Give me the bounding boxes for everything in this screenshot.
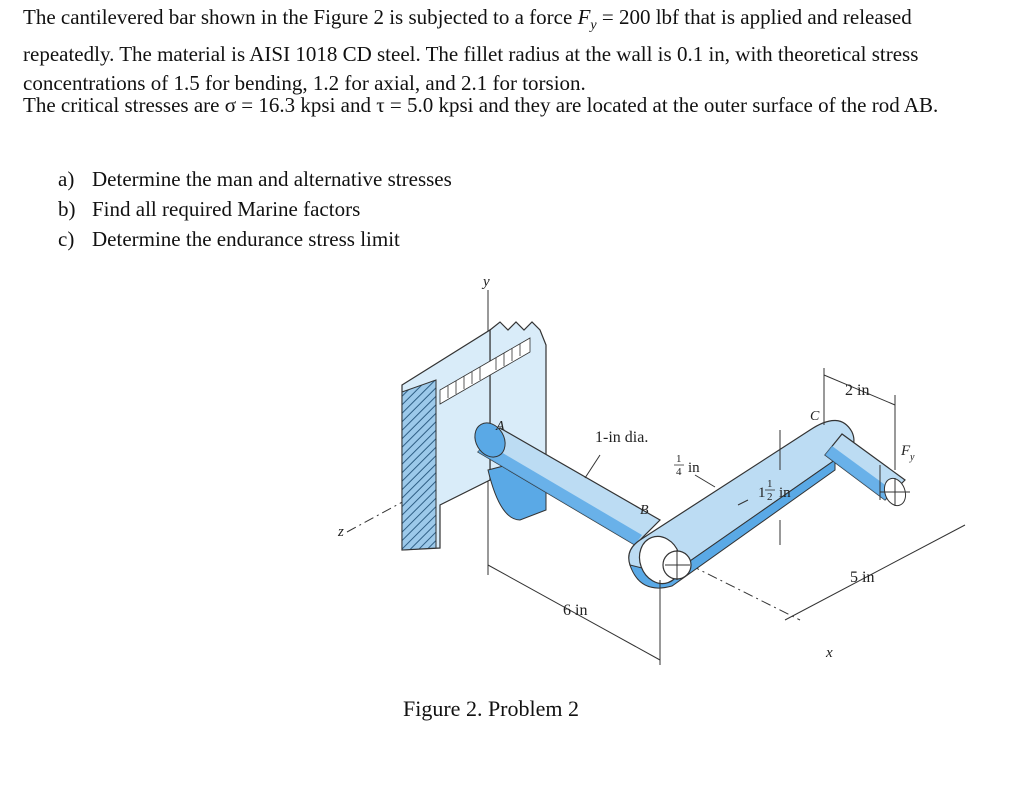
statement-text-end: = 200 lbf that is applied and released r… (23, 5, 919, 96)
dim-6in-line (487, 564, 661, 661)
question-text: Find all required Marine factors (92, 197, 361, 221)
svg-text:2: 2 (767, 491, 773, 503)
z-axis-label: z (337, 524, 344, 540)
diameter-label: 1-in dia. (595, 429, 648, 446)
question-c: c) Determine the endurance stress limit (58, 225, 400, 254)
force-fy-label: F y (900, 443, 915, 463)
dim-2in-label: 2 in (845, 382, 869, 399)
wall-hatching (401, 379, 437, 551)
svg-text:F: F (900, 443, 911, 459)
svg-text:y: y (909, 452, 915, 463)
dim-quarter-label: 1 4 in (674, 453, 700, 478)
question-label: b) (58, 197, 76, 221)
force-subscript: y (590, 18, 597, 34)
svg-text:1: 1 (758, 485, 766, 501)
dim-onehalf-label: 1 1 2 in (758, 478, 791, 503)
svg-text:4: 4 (676, 466, 682, 478)
statement-text-start: The cantilevered bar shown in the Figure… (23, 5, 578, 29)
question-label: c) (58, 227, 75, 251)
svg-text:in: in (688, 460, 700, 476)
y-axis-label: y (481, 274, 490, 290)
dim-quarter-arrow (694, 474, 716, 488)
question-a: a) Determine the man and alternative stre… (58, 165, 452, 194)
problem-statement: The cantilevered bar shown in the Figure… (23, 3, 1008, 98)
force-symbol: F (577, 5, 591, 29)
critical-stresses-text: The critical stresses are σ = 16.3 kpsi … (23, 93, 939, 117)
dim-5in-label: 5 in (850, 569, 874, 586)
question-text: Determine the man and alternative stress… (92, 167, 452, 191)
question-label: a) (58, 167, 75, 191)
svg-text:1: 1 (676, 453, 682, 465)
dim-5in-line (784, 524, 966, 621)
dim-2in-line (823, 374, 896, 406)
point-a-label: A (495, 419, 505, 434)
svg-text:1: 1 (767, 478, 773, 490)
question-b: b) Find all required Marine factors (58, 195, 360, 224)
point-c-label: C (810, 409, 820, 424)
svg-text:in: in (779, 485, 791, 501)
x-axis-line (689, 564, 801, 621)
dim-6in-label: 6 in (563, 602, 587, 619)
point-b-label: B (640, 503, 649, 518)
question-text: Determine the endurance stress limit (92, 227, 400, 251)
x-axis-label: x (825, 645, 833, 661)
figure-caption: Figure 2. Problem 2 (403, 696, 579, 721)
